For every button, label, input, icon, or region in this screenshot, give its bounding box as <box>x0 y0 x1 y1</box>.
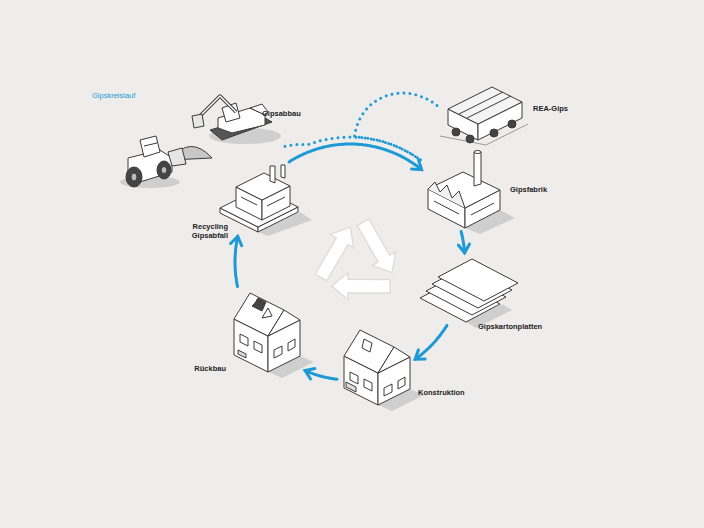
station: Recycling Gipsabfall <box>218 165 302 233</box>
arc-line <box>289 144 422 170</box>
station: Gipskartonplatten <box>420 256 518 322</box>
station: Gipsabbau <box>112 95 282 188</box>
rail-wagon <box>440 87 528 145</box>
cycle-arrow <box>231 236 242 286</box>
station: REA-Gips <box>440 86 528 142</box>
house-demolition <box>234 293 314 378</box>
station: Gipsfabrik <box>425 150 503 228</box>
arc-line <box>235 237 238 287</box>
station-label: Gipsfabrik <box>510 185 547 194</box>
station: Rückbau <box>232 290 302 372</box>
quarry-machines <box>120 96 281 188</box>
arrow-head <box>458 244 469 253</box>
station-label: Rückbau <box>194 364 226 373</box>
plasterboard-stack <box>420 259 518 328</box>
cycle-arrow <box>458 232 469 253</box>
arrow-head <box>412 160 422 170</box>
cycle-arrow <box>289 144 422 170</box>
factory <box>428 151 515 235</box>
house-construction <box>344 330 424 411</box>
arrow-head <box>231 236 242 245</box>
supply-line <box>354 93 437 161</box>
recycle-symbol <box>302 219 396 316</box>
arrow-head <box>415 350 425 359</box>
cycle-arrow <box>305 369 337 380</box>
diagram-title: Gipskreislauf <box>92 91 135 100</box>
station-label: Gipsabbau <box>262 109 301 118</box>
station-label: Recycling Gipsabfall <box>183 222 228 241</box>
arrow-head <box>305 369 315 379</box>
dotted-line <box>354 93 437 161</box>
station-label: Gipskartonplatten <box>478 322 542 331</box>
cycle-arrow <box>415 325 447 359</box>
arc-line <box>415 325 447 359</box>
station: Konstruktion <box>340 330 412 405</box>
station-label: Konstruktion <box>418 388 465 397</box>
station-label: REA-Gips <box>533 104 568 113</box>
recycling-plant <box>220 165 312 236</box>
